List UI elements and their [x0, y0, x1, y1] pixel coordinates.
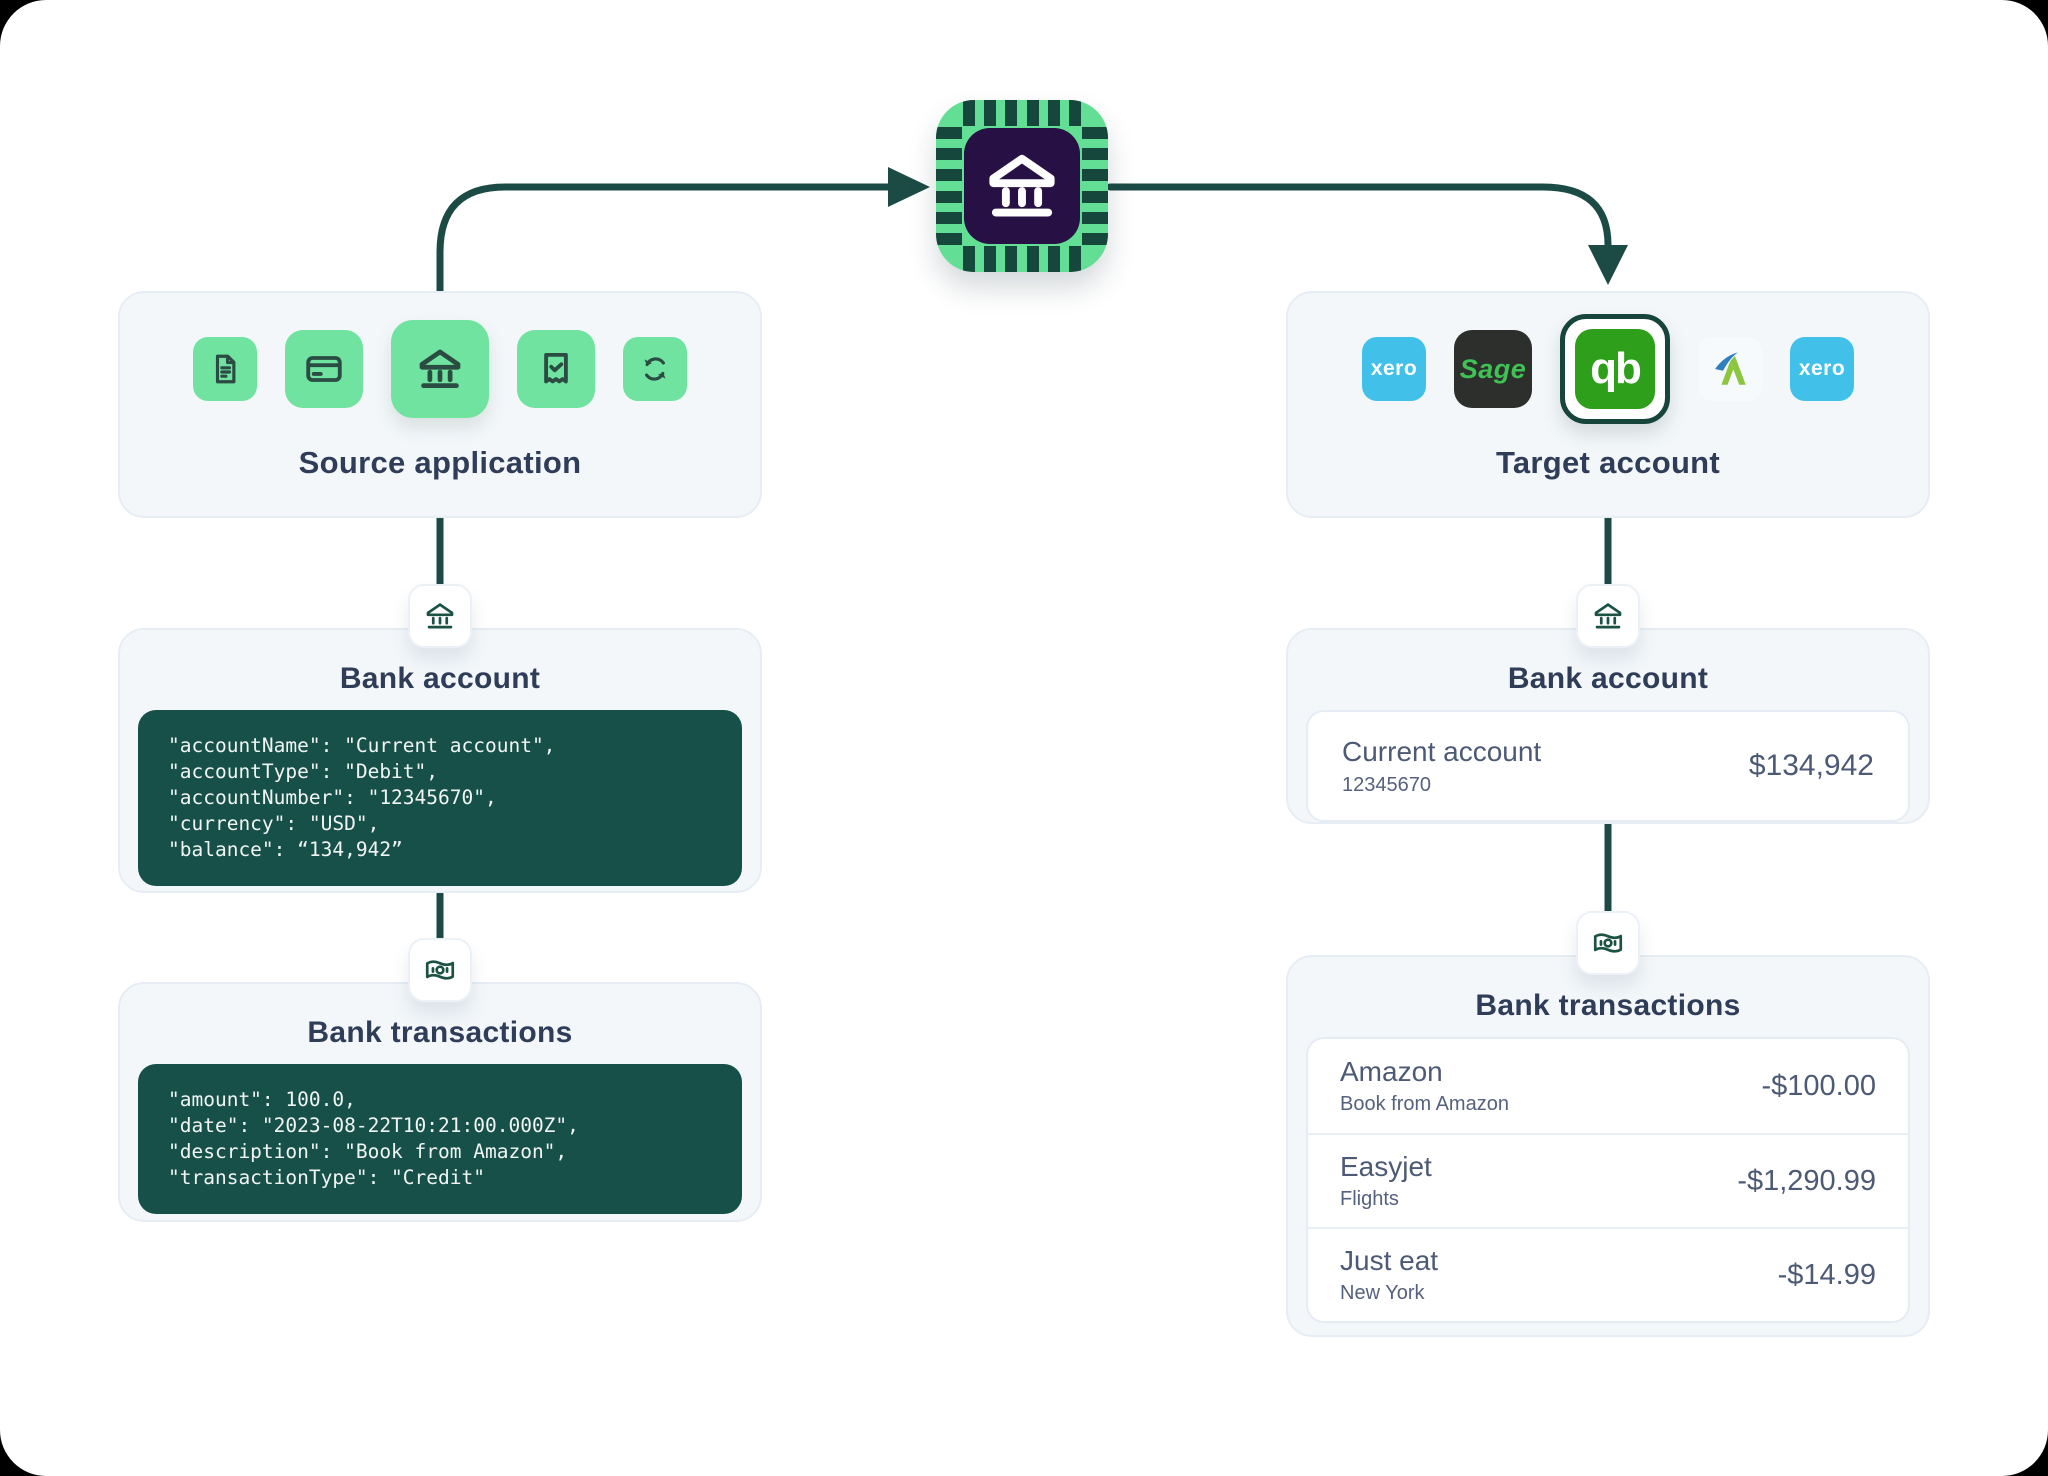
target-tile-xero[interactable]: xero	[1362, 337, 1426, 401]
source-icon-row	[120, 319, 760, 419]
transaction-info: Easyjet Flights	[1340, 1151, 1432, 1211]
transaction-merchant: Easyjet	[1340, 1151, 1432, 1182]
arrowhead-right-icon	[888, 167, 930, 207]
target-tile-quickbooks-selected[interactable]: qb	[1560, 314, 1670, 424]
freeagent-logo-icon	[1715, 352, 1746, 385]
bank-account-json-block: "accountName": "Current account", "accou…	[138, 710, 742, 886]
transactions-list: Amazon Book from Amazon -$100.00 Easyjet…	[1306, 1037, 1910, 1323]
code-line: "date": "2023-08-22T10:21:00.000Z",	[168, 1114, 579, 1137]
target-panel-title: Target account	[1495, 445, 1721, 480]
bank-api-chip-icon	[936, 100, 1108, 272]
transaction-row: Amazon Book from Amazon -$100.00	[1308, 1039, 1908, 1133]
receipt-check-icon	[534, 347, 578, 391]
banknote-icon	[422, 952, 458, 988]
code-line: "transactionType": "Credit"	[168, 1166, 485, 1189]
source-application-panel: Source application	[118, 291, 762, 518]
bank-icon	[1590, 598, 1626, 634]
target-bank-transactions-panel: Bank transactions Amazon Book from Amazo…	[1286, 955, 1930, 1337]
source-bank-transactions-panel: Bank transactions "amount": 100.0, "date…	[118, 982, 762, 1222]
source-tile-receipt[interactable]	[517, 330, 595, 408]
target-bank-badge	[1576, 584, 1640, 648]
source-tile-document[interactable]	[193, 337, 257, 401]
target-tile-sage[interactable]: Sage	[1454, 330, 1532, 408]
chip-pins-bottom-left	[963, 246, 1017, 272]
credit-card-icon	[302, 347, 346, 391]
source-bank-transactions-title: Bank transactions	[307, 1016, 573, 1049]
transaction-info: Just eat New York	[1340, 1245, 1438, 1305]
source-bank-badge	[408, 584, 472, 648]
chip-pins-top-left	[963, 100, 1017, 126]
transaction-row: Easyjet Flights -$1,290.99	[1308, 1133, 1908, 1227]
xero-logo: xero	[1798, 357, 1846, 380]
transaction-merchant: Amazon	[1340, 1056, 1443, 1087]
quickbooks-tile: qb	[1575, 329, 1655, 409]
transaction-row: Just eat New York -$14.99	[1308, 1227, 1908, 1321]
chip-pins-left-top	[936, 127, 962, 181]
target-icon-row: xero Sage qb xero	[1288, 314, 1928, 424]
account-name: Current account	[1342, 735, 1542, 767]
source-transactions-badge	[408, 938, 472, 1002]
target-bank-transactions-title: Bank transactions	[1475, 989, 1741, 1022]
target-transactions-badge	[1576, 911, 1640, 975]
source-tile-sync[interactable]	[623, 337, 687, 401]
account-number: 12345670	[1342, 773, 1431, 796]
chip-pins-right-top	[1082, 127, 1108, 181]
arrow-source-to-hub	[436, 183, 892, 297]
account-info: Current account 12345670	[1342, 736, 1541, 797]
target-bank-account-title: Bank account	[1507, 662, 1709, 695]
code-line: "accountType": "Debit",	[168, 760, 439, 783]
transaction-description: New York	[1340, 1282, 1425, 1304]
document-icon	[207, 351, 243, 387]
code-line: "currency": "USD",	[168, 812, 380, 835]
source-bank-account-panel: Bank account "accountName": "Current acc…	[118, 628, 762, 893]
source-tile-bank-selected[interactable]	[391, 320, 489, 418]
account-balance: $134,942	[1748, 749, 1874, 782]
transaction-description: Flights	[1340, 1188, 1399, 1210]
chip-pins-top-right	[1027, 100, 1081, 126]
bank-icon	[413, 342, 467, 396]
chip-pins-right-bottom	[1082, 191, 1108, 245]
chip-core	[964, 128, 1080, 244]
bank-icon	[979, 143, 1065, 229]
code-line: "accountNumber": "12345670",	[168, 786, 497, 809]
transaction-info: Amazon Book from Amazon	[1340, 1056, 1509, 1116]
target-tile-xero-2[interactable]: xero	[1790, 337, 1854, 401]
source-tile-credit-card[interactable]	[285, 330, 363, 408]
code-line: "accountName": "Current account",	[168, 734, 556, 757]
target-account-panel: xero Sage qb xero Target account	[1286, 291, 1930, 518]
xero-logo: xero	[1370, 357, 1418, 380]
quickbooks-logo: qb	[1590, 344, 1642, 393]
arrowhead-down-icon	[1588, 245, 1628, 285]
transaction-description: Book from Amazon	[1340, 1093, 1509, 1115]
chip-pins-left-bottom	[936, 191, 962, 245]
chip-pins-bottom-right	[1027, 246, 1081, 272]
transaction-merchant: Just eat	[1340, 1245, 1439, 1276]
transaction-amount: -$14.99	[1777, 1258, 1876, 1291]
sage-logo: Sage	[1459, 353, 1527, 384]
bank-transactions-json-block: "amount": 100.0, "date": "2023-08-22T10:…	[138, 1064, 742, 1214]
bank-icon	[422, 598, 458, 634]
arrow-hub-to-target	[1106, 183, 1612, 249]
sync-icon	[637, 351, 673, 387]
code-line: "balance": “134,942”	[168, 838, 403, 861]
code-line: "description": "Book from Amazon",	[168, 1140, 568, 1163]
transaction-amount: -$1,290.99	[1737, 1164, 1876, 1197]
target-bank-account-panel: Bank account Current account 12345670 $1…	[1286, 628, 1930, 824]
source-panel-title: Source application	[298, 445, 582, 480]
source-bank-account-title: Bank account	[339, 662, 541, 695]
target-tile-freeagent[interactable]	[1698, 337, 1762, 401]
transaction-amount: -$100.00	[1761, 1069, 1877, 1102]
account-card: Current account 12345670 $134,942	[1306, 710, 1910, 822]
banknote-icon	[1590, 925, 1626, 961]
code-line: "amount": 100.0,	[168, 1088, 356, 1111]
